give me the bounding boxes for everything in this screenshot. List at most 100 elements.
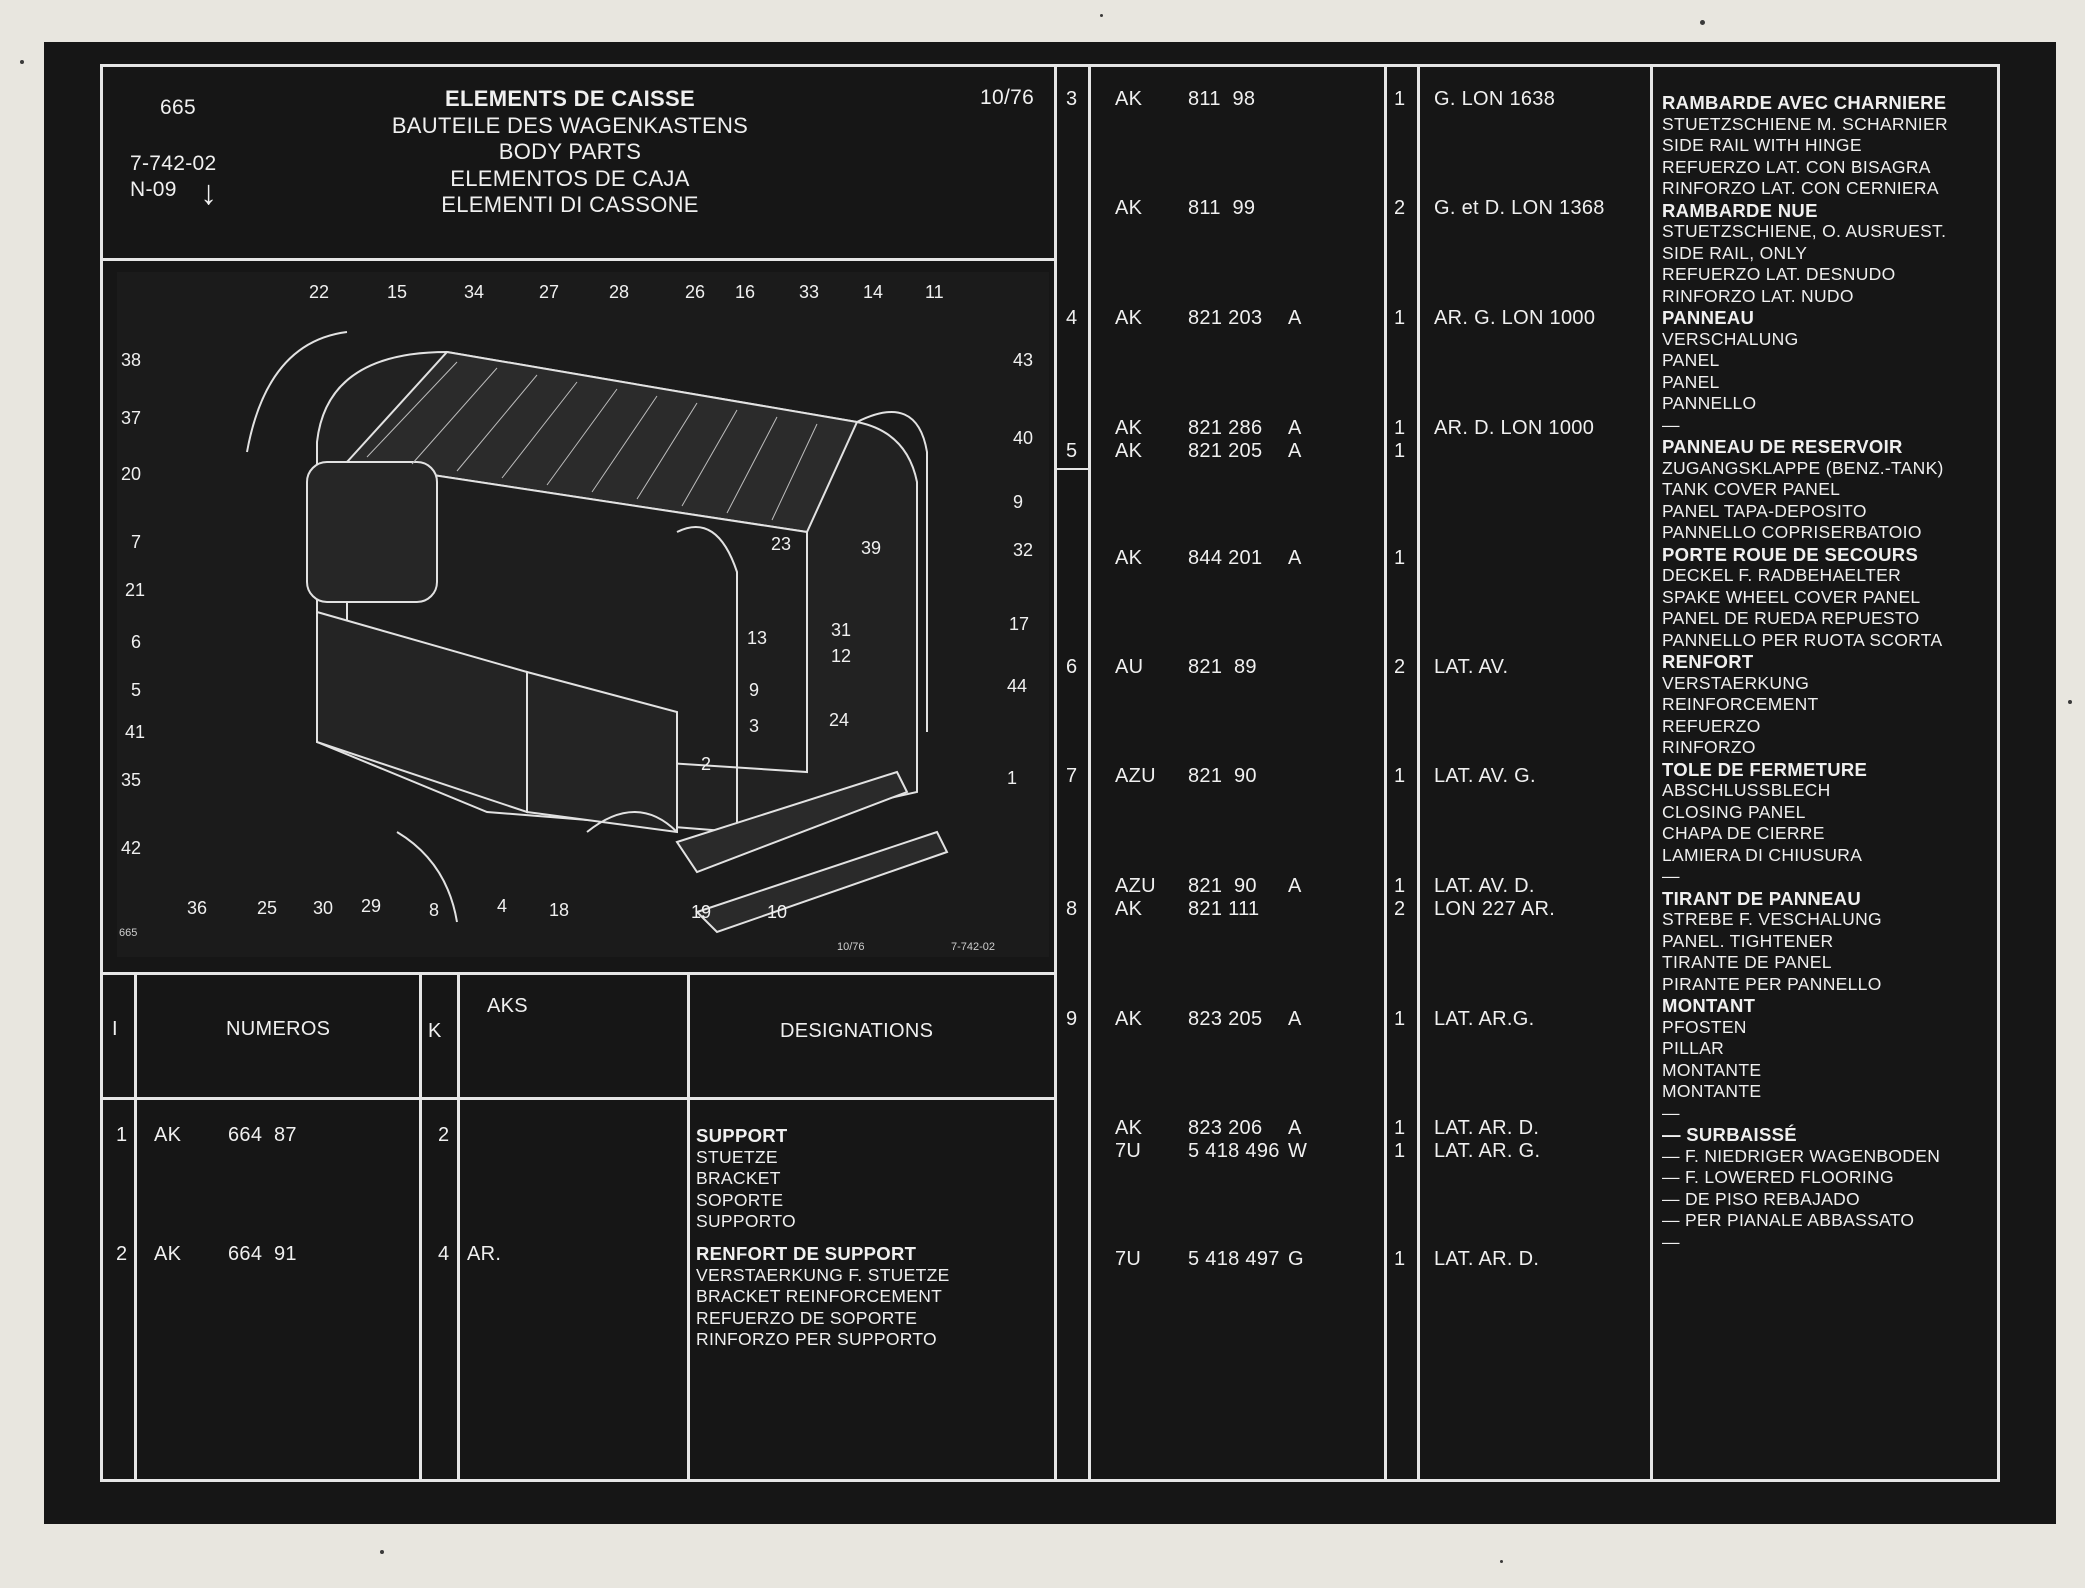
edition-date: 10/76 bbox=[980, 86, 1035, 109]
designation-heading: PANNEAU DE RESERVOIR bbox=[1662, 436, 1903, 457]
designation-heading: — SURBAISSÉ bbox=[1662, 1124, 1797, 1145]
row-index: 6 bbox=[1066, 656, 1078, 678]
page-number: 665 bbox=[160, 96, 196, 119]
callout: 5 bbox=[131, 680, 141, 700]
designation-line: ZUGANGSKLAPPE (BENZ.-TANK) bbox=[1662, 457, 1944, 478]
col-header-designations: DESIGNATIONS bbox=[780, 1020, 934, 1042]
aks-note: G. et D. LON 1368 bbox=[1434, 197, 1605, 219]
designation-line: REFUERZO LAT. CON BISAGRA bbox=[1662, 156, 1931, 177]
part-number: 821 203 bbox=[1188, 307, 1263, 329]
callout: 13 bbox=[747, 628, 767, 648]
designation-line: MONTANTE bbox=[1662, 1059, 1762, 1080]
quantity: 4 bbox=[438, 1243, 450, 1265]
title-es: ELEMENTOS DE CAJA bbox=[450, 165, 690, 191]
callout: 39 bbox=[861, 538, 881, 558]
designation-line: PANNELLO PER RUOTA SCORTA bbox=[1662, 629, 1943, 650]
callout: 29 bbox=[361, 896, 381, 916]
designation-line: MONTANTE bbox=[1662, 1081, 1762, 1101]
aks-note: G. LON 1638 bbox=[1434, 88, 1556, 110]
quantity: 2 bbox=[1394, 656, 1406, 678]
designation-line: VERSTAERKUNG bbox=[1662, 672, 1810, 693]
callout: 28 bbox=[609, 282, 629, 302]
designation-line: — bbox=[1662, 1102, 1680, 1123]
row-index: 1 bbox=[116, 1124, 128, 1146]
part-number: 664 91 bbox=[228, 1243, 297, 1265]
header-bottom-line bbox=[100, 258, 1056, 261]
part-prefix: AK bbox=[1115, 307, 1143, 329]
part-prefix: AK bbox=[1115, 1117, 1143, 1139]
callout: 9 bbox=[749, 680, 759, 700]
divider-left-aks bbox=[687, 972, 690, 1482]
part-number: 821 286 bbox=[1188, 417, 1263, 439]
part-number: 821 89 bbox=[1188, 656, 1257, 678]
designation-es: REFUERZO DE SOPORTE bbox=[696, 1307, 918, 1328]
part-prefix: AK bbox=[154, 1243, 182, 1265]
callout: 38 bbox=[121, 350, 141, 370]
callout: 36 bbox=[187, 898, 207, 918]
part-suffix: A bbox=[1288, 875, 1302, 897]
quantity: 1 bbox=[1394, 1008, 1406, 1030]
callout: 44 bbox=[1007, 676, 1027, 696]
row-index: 5 bbox=[1066, 440, 1078, 462]
part-prefix: AK bbox=[1115, 1008, 1143, 1030]
callout: 14 bbox=[863, 282, 883, 302]
divider-left-idx bbox=[134, 972, 137, 1482]
designation-fr: SUPPORT bbox=[696, 1125, 788, 1146]
aks-note: LAT. AV. D. bbox=[1434, 875, 1535, 897]
aks-note: AR. D. LON 1000 bbox=[1434, 417, 1595, 439]
designation-heading: RAMBARDE AVEC CHARNIERE bbox=[1662, 92, 1947, 113]
part-suffix: A bbox=[1288, 440, 1302, 462]
part-suffix: A bbox=[1288, 307, 1302, 329]
title-en: BODY PARTS bbox=[498, 139, 642, 164]
designation-block: RENFORT DE SUPPORT VERSTAERKUNG F. STUET… bbox=[696, 1243, 950, 1351]
callout: 8 bbox=[429, 900, 439, 920]
designation-line: VERSCHALUNG bbox=[1662, 328, 1799, 349]
designation-line: PANEL TAPA-DEPOSITO bbox=[1662, 500, 1867, 521]
paper-speck bbox=[380, 1550, 384, 1554]
callout: 6 bbox=[131, 632, 141, 652]
callout: 31 bbox=[831, 620, 851, 640]
aks-note: LON 227 AR. bbox=[1434, 898, 1556, 920]
col-header-i: I bbox=[112, 1018, 118, 1040]
designation-line: SIDE RAIL WITH HINGE bbox=[1662, 135, 1862, 155]
quantity: 1 bbox=[1394, 547, 1406, 569]
paper-speck bbox=[2068, 700, 2072, 704]
designation-line: PANEL bbox=[1662, 350, 1720, 370]
designation-line: — DE PISO REBAJADO bbox=[1662, 1188, 1860, 1209]
designation-heading: PORTE ROUE DE SECOURS bbox=[1662, 543, 1919, 565]
part-suffix: W bbox=[1288, 1140, 1308, 1162]
divider-left-numeros bbox=[419, 972, 422, 1482]
exploded-body-diagram: 22 15 34 27 28 26 16 33 14 11 38 43 37 4… bbox=[117, 272, 1049, 957]
part-suffix: A bbox=[1288, 1008, 1302, 1030]
quantity: 2 bbox=[438, 1124, 450, 1146]
part-number: 844 201 bbox=[1188, 547, 1263, 569]
quantity: 1 bbox=[1394, 765, 1406, 787]
part-number: 5 418 497 bbox=[1188, 1248, 1280, 1270]
designation-en: BRACKET REINFORCEMENT bbox=[696, 1286, 943, 1306]
designation-de: STUETZE bbox=[696, 1146, 778, 1167]
callout: 35 bbox=[121, 770, 141, 790]
col-header-numeros: NUMEROS bbox=[226, 1018, 331, 1040]
callout: 24 bbox=[829, 710, 849, 730]
quantity: 1 bbox=[1394, 1140, 1406, 1162]
aks-note: LAT. AV. G. bbox=[1434, 765, 1536, 787]
callout: 33 bbox=[799, 282, 819, 302]
designation-heading: MONTANT bbox=[1662, 995, 1756, 1016]
designation-line: DECKEL F. RADBEHAELTER bbox=[1662, 565, 1902, 585]
quantity: 1 bbox=[1394, 417, 1406, 439]
row-index: 2 bbox=[116, 1243, 128, 1265]
row-index: 7 bbox=[1066, 765, 1078, 787]
part-prefix: 7U bbox=[1115, 1140, 1142, 1162]
designation-line: PANEL DE RUEDA REPUESTO bbox=[1662, 608, 1920, 628]
designation-block: SUPPORT STUETZE BRACKET SOPORTE SUPPORTO bbox=[696, 1125, 796, 1233]
callout: 37 bbox=[121, 408, 141, 428]
aks-note: LAT. AV. bbox=[1434, 656, 1509, 678]
designation-line: STUETZSCHIENE, O. AUSRUEST. bbox=[1662, 221, 1947, 241]
designation-line: STUETZSCHIENE M. SCHARNIER bbox=[1662, 113, 1948, 134]
col-header-k: K bbox=[428, 1020, 442, 1042]
designation-es: SOPORTE bbox=[696, 1189, 784, 1210]
roof-ribs bbox=[366, 361, 818, 521]
callout: 2 bbox=[701, 754, 711, 774]
designation-line: REFUERZO bbox=[1662, 715, 1761, 736]
designation-en: BRACKET bbox=[696, 1168, 781, 1188]
